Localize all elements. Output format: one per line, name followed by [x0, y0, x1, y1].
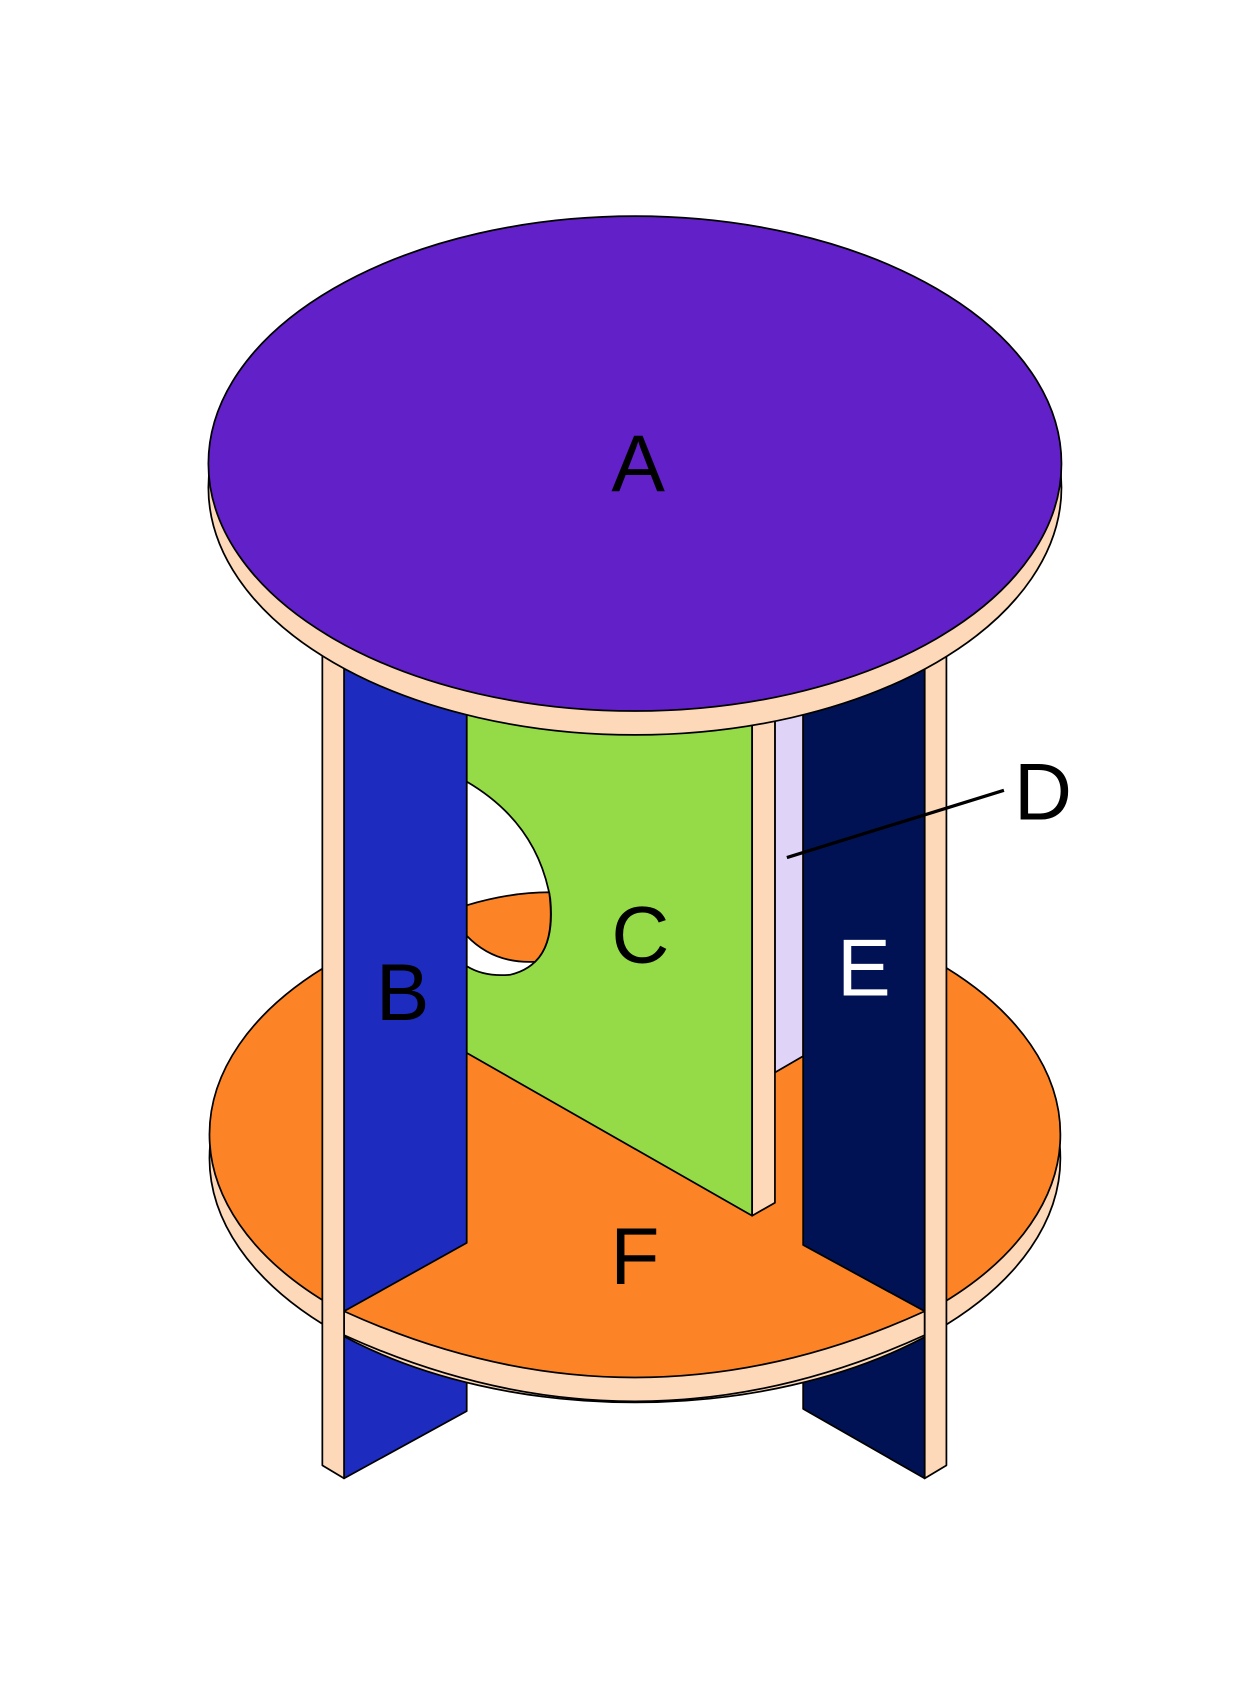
panel-b-edge-strip: [321, 639, 345, 1480]
label-c: C: [611, 891, 669, 981]
label-f: F: [610, 1212, 659, 1302]
top-disk-a: [207, 215, 1063, 712]
panel-e-edge-strip: [923, 639, 948, 1480]
label-b: B: [376, 948, 430, 1038]
label-a: A: [611, 420, 665, 510]
label-d: D: [1014, 747, 1072, 837]
panel-c-edge: [751, 710, 776, 1217]
label-e: E: [837, 923, 891, 1013]
panel-d: [774, 704, 805, 1074]
label-d-leader-line: [786, 788, 1005, 860]
hole-floor-view: [465, 891, 552, 963]
